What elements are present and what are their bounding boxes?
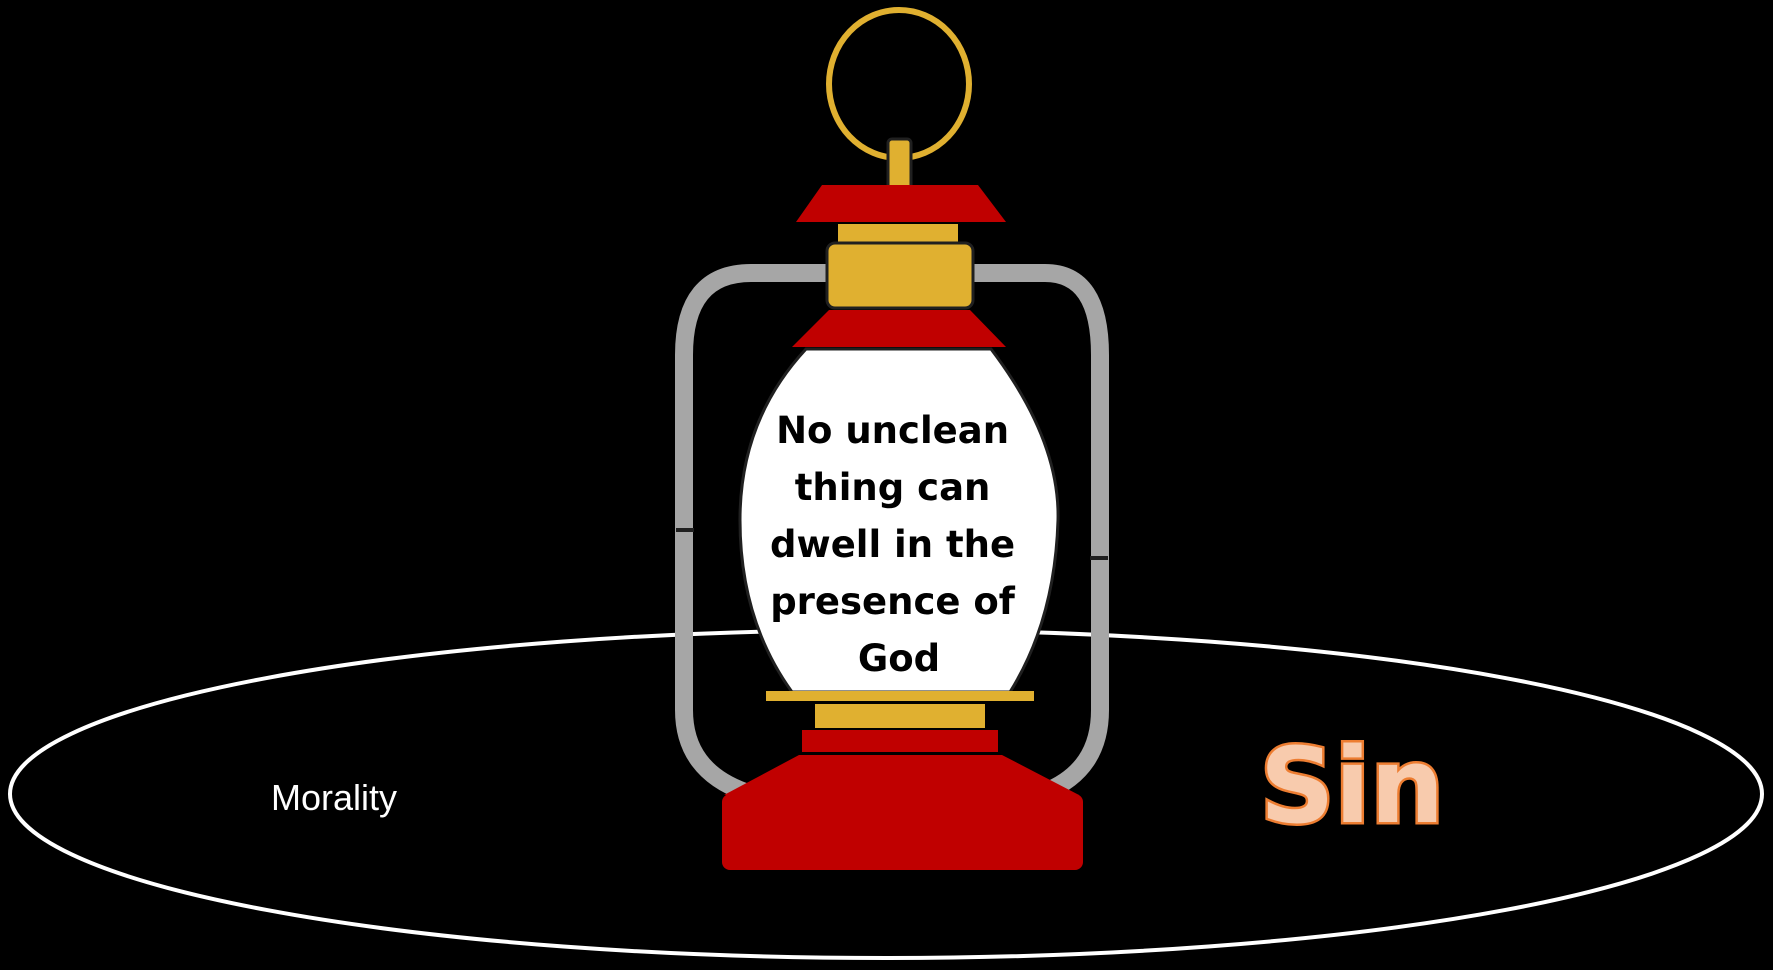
lantern-top-band [838, 224, 958, 242]
lamp-message-line: presence of [770, 580, 1016, 623]
lantern-top-collar [825, 241, 975, 310]
lantern-right-wire-icon [961, 264, 1109, 801]
sin-label: Sin [1260, 725, 1445, 847]
lantern-base-slope [724, 755, 1079, 795]
lamp-message-line: No unclean [776, 409, 1009, 452]
lantern-base-collar [802, 730, 998, 752]
lantern-fuel-tank [722, 794, 1083, 870]
morality-label: Morality [271, 777, 397, 818]
lantern-left-wire-icon [675, 264, 835, 801]
lamp-message: No unclean thing can dwell in the presen… [770, 409, 1028, 680]
lamp-message-line: dwell in the [770, 523, 1015, 566]
lantern-top-cap [796, 185, 1006, 222]
lantern: No unclean thing can dwell in the presen… [675, 7, 1109, 870]
lantern-base-plate [766, 691, 1034, 701]
lantern-upper-collar [792, 310, 1006, 347]
lantern-ring-stem [886, 137, 913, 193]
lamp-message-line: God [858, 637, 940, 680]
lamp-message-line: thing can [795, 466, 991, 509]
lantern-base-band [815, 704, 985, 728]
